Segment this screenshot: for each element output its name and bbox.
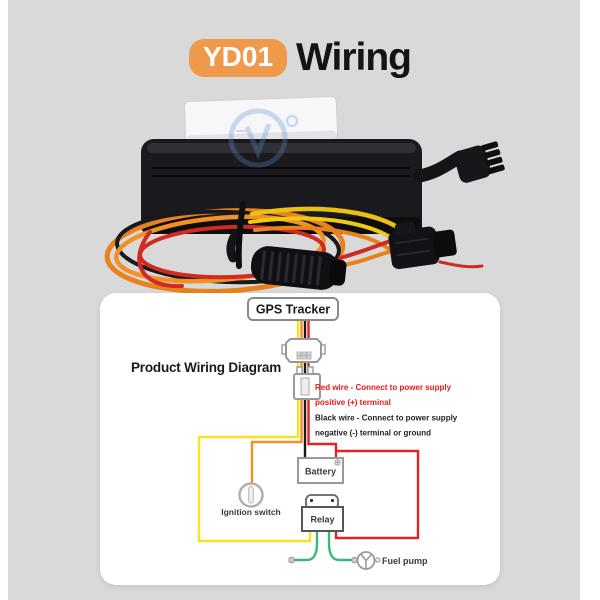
red-wire-relay-loop [334, 449, 420, 540]
green-wire-left [294, 531, 319, 562]
yellow-wire [197, 320, 312, 543]
red-note-line2: positive (+) terminal [315, 398, 391, 407]
black-note-line2: negative (-) terminal or ground [315, 429, 431, 438]
relay-box: Relay [301, 494, 344, 532]
gps-tracker-label: GPS Tracker [256, 303, 330, 317]
relay-label: Relay [310, 515, 334, 525]
title-text: Wiring [296, 36, 412, 79]
connector-male-icon [293, 366, 321, 400]
connector-female-icon [281, 338, 326, 363]
terminal-right [351, 556, 358, 564]
wiring-diagram-panel: GPS Tracker Product Wiring Diagr [100, 293, 500, 585]
wiring-diagram: GPS Tracker Product Wiring Diagr [131, 297, 458, 570]
battery-box: Battery [297, 457, 344, 484]
ignition-switch-icon [238, 482, 264, 508]
ignition-switch-label: Ignition switch [221, 507, 281, 517]
fuel-pump-label: Fuel pump [382, 556, 428, 566]
green-wire-right [327, 531, 352, 562]
diagram-title: Product Wiring Diagram [131, 360, 281, 375]
battery-positive-terminal [334, 459, 341, 466]
page-title: YD01 Wiring [0, 36, 600, 80]
black-note-line1: Black wire - Connect to power supply [315, 414, 458, 423]
gps-tracker-box: GPS Tracker [247, 297, 339, 321]
terminal-left [288, 556, 295, 564]
battery-label: Battery [305, 467, 336, 477]
red-note-line1: Red wire - Connect to power supply [315, 383, 452, 392]
model-badge: YD01 [188, 38, 288, 78]
fuel-pump-icon [356, 551, 381, 570]
